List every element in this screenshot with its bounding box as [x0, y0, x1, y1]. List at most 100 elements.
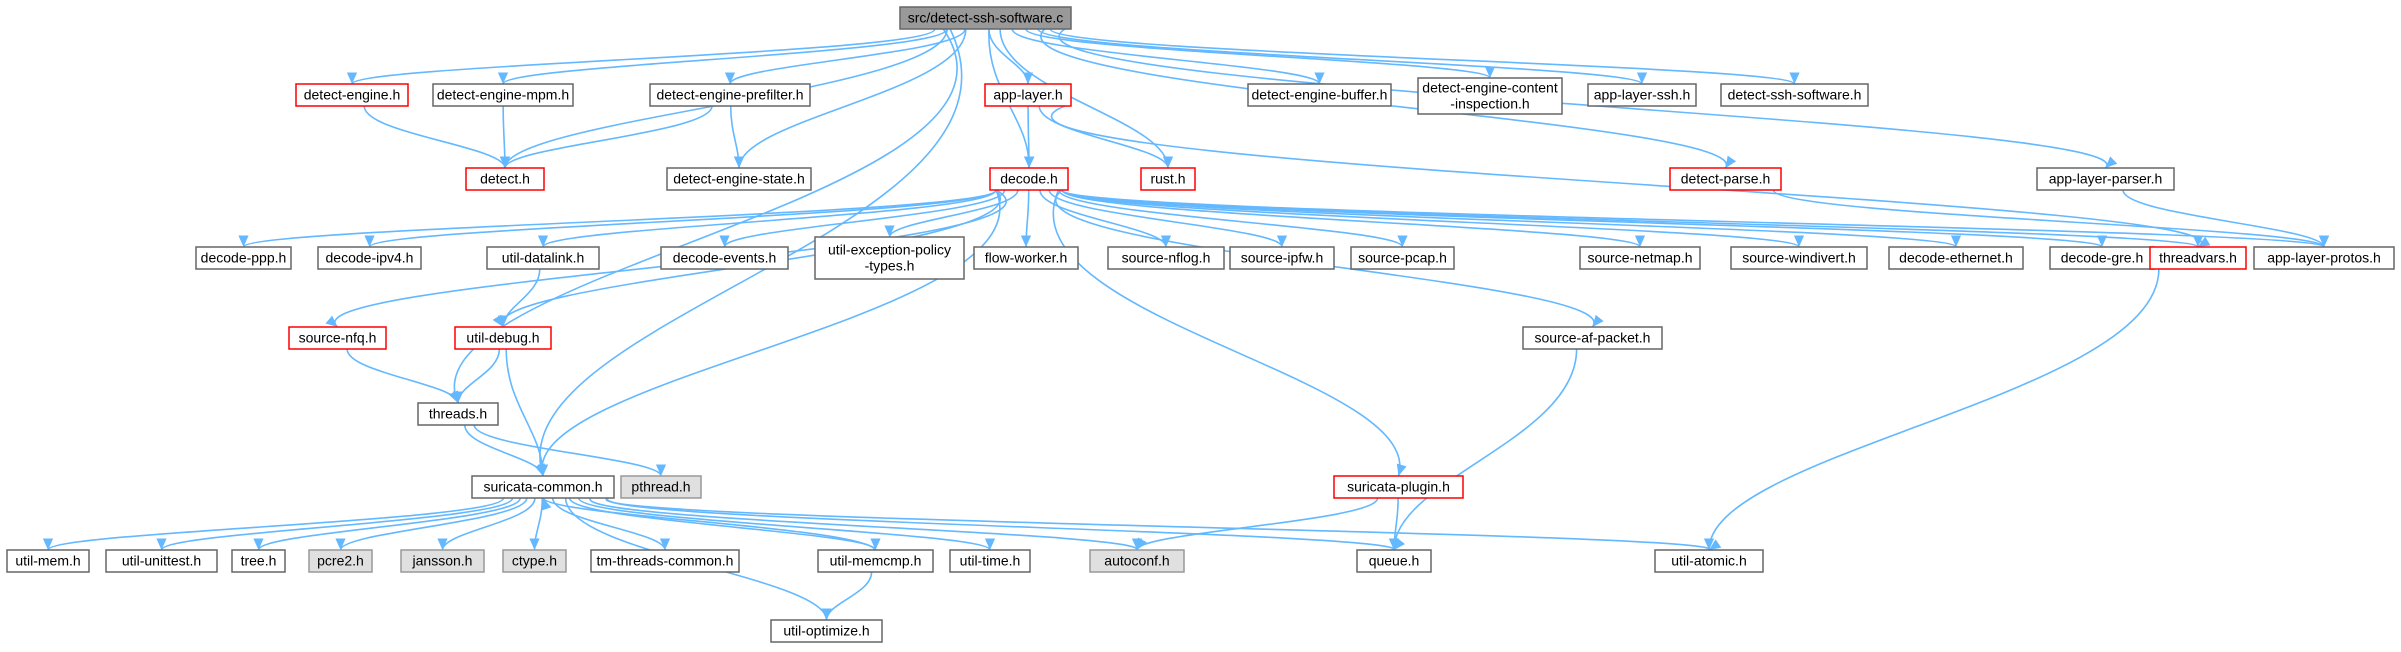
node-label: tree.h [241, 553, 277, 569]
node-tree[interactable]: tree.h [231, 549, 286, 573]
edge-suricata-common-to-util-unittest [156, 497, 514, 551]
node-source-ipfw[interactable]: source-ipfw.h [1229, 246, 1335, 270]
node-threads[interactable]: threads.h [417, 402, 499, 426]
edge-root-to-app-layer-parser [1058, 28, 2118, 169]
node-decode-ethernet[interactable]: decode-ethernet.h [1888, 246, 2024, 270]
node-detect-engine-state[interactable]: detect-engine-state.h [666, 167, 812, 191]
node-util-exception-policy-types[interactable]: util-exception-policy-types.h [814, 236, 965, 280]
edge-root-to-app-layer-ssh [1037, 28, 1647, 85]
node-box [308, 549, 373, 573]
edge-decode-to-decode-events [719, 189, 1006, 248]
node-label: app-layer-ssh.h [1594, 87, 1691, 103]
node-label: detect-parse.h [1681, 171, 1771, 187]
node-box [949, 549, 1031, 573]
node-label: autoconf.h [1104, 553, 1169, 569]
node-util-time[interactable]: util-time.h [949, 549, 1031, 573]
edge-decode-to-flow-worker [1020, 189, 1032, 248]
node-decode-gre[interactable]: decode-gre.h [2049, 246, 2155, 270]
node-pcre2[interactable]: pcre2.h [308, 549, 373, 573]
node-util-atomic[interactable]: util-atomic.h [1654, 549, 1764, 573]
node-pthread[interactable]: pthread.h [620, 475, 702, 499]
node-label: jansson.h [412, 553, 473, 569]
node-label: -types.h [865, 258, 915, 274]
node-label: util-datalink.h [502, 250, 585, 266]
edge-suricata-plugin-to-autoconf [1132, 497, 1379, 551]
node-detect[interactable]: detect.h [465, 167, 545, 191]
node-jansson[interactable]: jansson.h [400, 549, 485, 573]
edge-util-debug-to-suricata-common [505, 348, 549, 477]
node-threadvars[interactable]: threadvars.h [2149, 246, 2247, 270]
node-label: flow-worker.h [985, 250, 1067, 266]
node-detect-parse[interactable]: detect-parse.h [1669, 167, 1782, 191]
node-box [660, 246, 789, 270]
edge-decode-to-source-netmap [1061, 189, 1645, 248]
node-label: util-debug.h [466, 330, 539, 346]
edge-threads-to-pthread [473, 424, 666, 477]
node-suricata-plugin[interactable]: suricata-plugin.h [1333, 475, 1464, 499]
node-detect-ssh-software[interactable]: detect-ssh-software.h [1720, 83, 1869, 107]
node-app-layer[interactable]: app-layer.h [984, 83, 1072, 107]
node-util-mem[interactable]: util-mem.h [6, 549, 90, 573]
node-source-pcap[interactable]: source-pcap.h [1350, 246, 1455, 270]
node-util-unittest[interactable]: util-unittest.h [105, 549, 218, 573]
node-label: -inspection.h [1450, 96, 1529, 112]
node-app-layer-protos[interactable]: app-layer-protos.h [2253, 246, 2395, 270]
node-source-af-packet[interactable]: source-af-packet.h [1522, 326, 1663, 350]
node-decode-ipv4[interactable]: decode-ipv4.h [317, 246, 422, 270]
node-source-nflog[interactable]: source-nflog.h [1107, 246, 1225, 270]
node-detect-engine-content-inspection[interactable]: detect-engine-content-inspection.h [1417, 77, 1563, 115]
edge-suricata-common-to-ctype [529, 497, 544, 551]
node-util-memcmp[interactable]: util-memcmp.h [817, 549, 934, 573]
node-app-layer-ssh[interactable]: app-layer-ssh.h [1587, 83, 1697, 107]
node-box [105, 549, 218, 573]
node-label: tm-threads-common.h [597, 553, 734, 569]
node-autoconf[interactable]: autoconf.h [1089, 549, 1185, 573]
node-label: util-mem.h [15, 553, 80, 569]
node-label: ctype.h [512, 553, 557, 569]
edge-suricata-common-to-util-mem [43, 497, 505, 551]
node-root[interactable]: src/detect-ssh-software.c [899, 6, 1072, 30]
node-util-datalink[interactable]: util-datalink.h [486, 246, 600, 270]
edge-root-to-app-layer [988, 28, 1034, 85]
node-box [1669, 167, 1782, 191]
node-label: source-nflog.h [1122, 250, 1211, 266]
node-ctype[interactable]: ctype.h [502, 549, 567, 573]
edge-decode-to-app-layer-protos [1061, 189, 2329, 248]
node-detect-engine-mpm[interactable]: detect-engine-mpm.h [432, 83, 574, 107]
node-decode-ppp[interactable]: decode-ppp.h [195, 246, 292, 270]
node-label: app-layer-protos.h [2267, 250, 2381, 266]
node-util-optimize[interactable]: util-optimize.h [770, 619, 883, 643]
node-label: detect-engine.h [304, 87, 401, 103]
node-box [770, 619, 883, 643]
node-label: detect-engine-buffer.h [1252, 87, 1388, 103]
node-util-debug[interactable]: util-debug.h [454, 326, 552, 350]
node-box [502, 549, 567, 573]
node-tm-threads-common[interactable]: tm-threads-common.h [590, 549, 740, 573]
node-label: decode-events.h [673, 250, 777, 266]
node-flow-worker[interactable]: flow-worker.h [973, 246, 1079, 270]
node-box [2036, 167, 2175, 191]
node-box [817, 549, 934, 573]
nodes-layer: src/detect-ssh-software.c detect-engine.h… [6, 6, 2395, 643]
node-detect-engine-prefilter[interactable]: detect-engine-prefilter.h [649, 83, 811, 107]
node-label: decode-gre.h [2061, 250, 2144, 266]
node-source-windivert[interactable]: source-windivert.h [1730, 246, 1868, 270]
node-detect-engine[interactable]: detect-engine.h [295, 83, 409, 107]
node-rust[interactable]: rust.h [1140, 167, 1196, 191]
edge-util-debug-to-threads [452, 348, 501, 404]
node-app-layer-parser[interactable]: app-layer-parser.h [2036, 167, 2175, 191]
node-box [1888, 246, 2024, 270]
node-label: source-af-packet.h [1535, 330, 1651, 346]
node-box [400, 549, 485, 573]
node-queue[interactable]: queue.h [1356, 549, 1432, 573]
node-label: rust.h [1150, 171, 1185, 187]
node-decode-events[interactable]: decode-events.h [660, 246, 789, 270]
node-source-nfq[interactable]: source-nfq.h [288, 326, 387, 350]
node-suricata-common[interactable]: suricata-common.h [471, 475, 615, 499]
node-decode[interactable]: decode.h [989, 167, 1069, 191]
node-label: source-nfq.h [299, 330, 377, 346]
node-source-netmap[interactable]: source-netmap.h [1579, 246, 1701, 270]
node-detect-engine-buffer[interactable]: detect-engine-buffer.h [1247, 83, 1392, 107]
node-label: app-layer-parser.h [2049, 171, 2163, 187]
